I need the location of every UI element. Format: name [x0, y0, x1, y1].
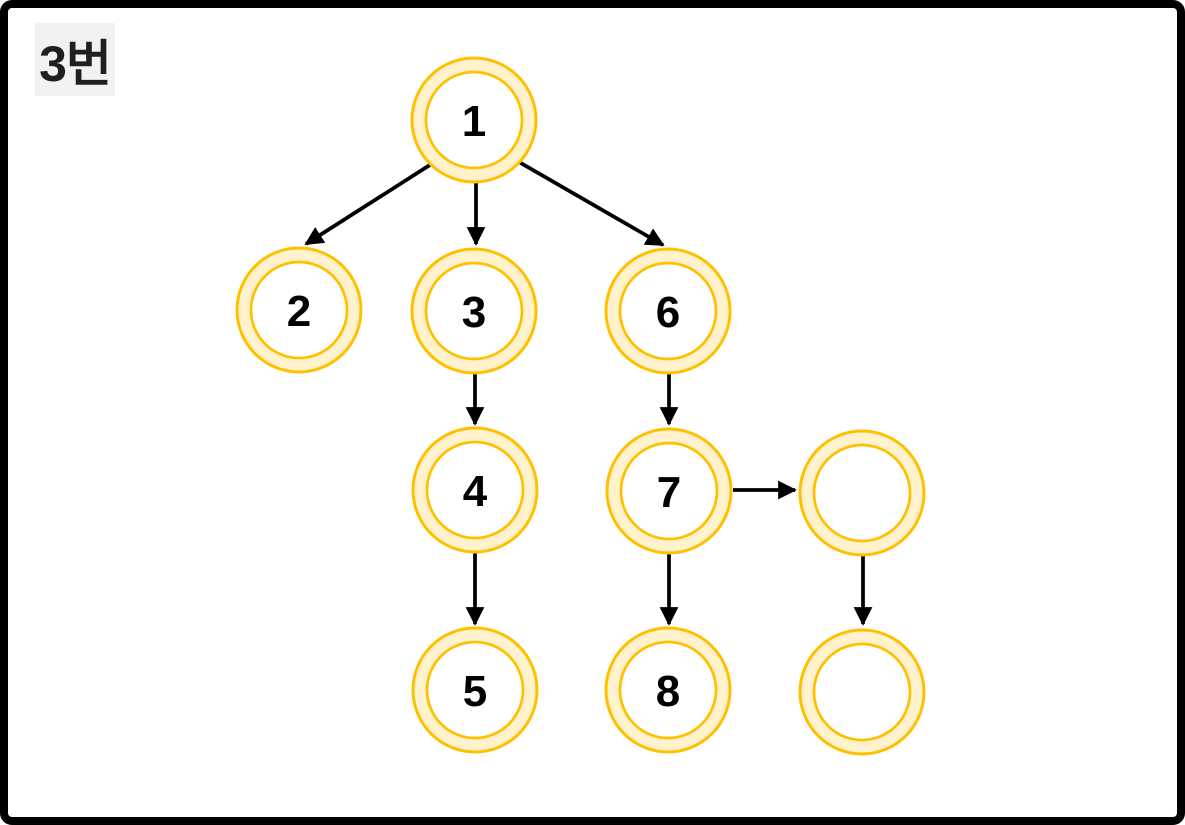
node-inner-circle — [618, 261, 718, 361]
node-inner-circle — [424, 261, 524, 361]
node-inner-circle — [812, 642, 912, 742]
node-label: 6 — [656, 288, 680, 337]
tree-node-blank-b — [798, 628, 926, 756]
node-inner-circle — [425, 440, 525, 540]
tree-diagram: 1 2 3 6 4 7 5 8 — [235, 56, 926, 756]
slide-title: 3번 — [35, 23, 115, 96]
node-inner-circle — [812, 443, 912, 543]
node-label: 8 — [656, 667, 680, 716]
tree-node-6: 6 — [604, 247, 732, 375]
tree-node-blank-a — [798, 429, 926, 557]
tree-node-3: 3 — [410, 247, 538, 375]
node-label: 2 — [287, 287, 311, 336]
tree-node-8: 8 — [604, 626, 732, 754]
node-inner-circle — [619, 441, 719, 541]
tree-node-7: 7 — [605, 427, 733, 555]
edge-1-to-6 — [518, 160, 665, 247]
tree-node-5: 5 — [411, 626, 539, 754]
tree-node-2: 2 — [235, 246, 363, 374]
node-inner-circle — [424, 70, 524, 170]
node-label: 3 — [462, 288, 486, 337]
tree-node-4: 4 — [411, 426, 539, 554]
node-label: 1 — [462, 97, 486, 146]
node-inner-circle — [249, 260, 349, 360]
tree-node-1: 1 — [410, 56, 538, 184]
node-label: 4 — [463, 467, 488, 516]
node-inner-circle — [618, 640, 718, 740]
node-label: 5 — [463, 667, 487, 716]
node-inner-circle — [425, 640, 525, 740]
node-label: 7 — [657, 468, 681, 517]
edge-1-to-2 — [304, 161, 435, 246]
